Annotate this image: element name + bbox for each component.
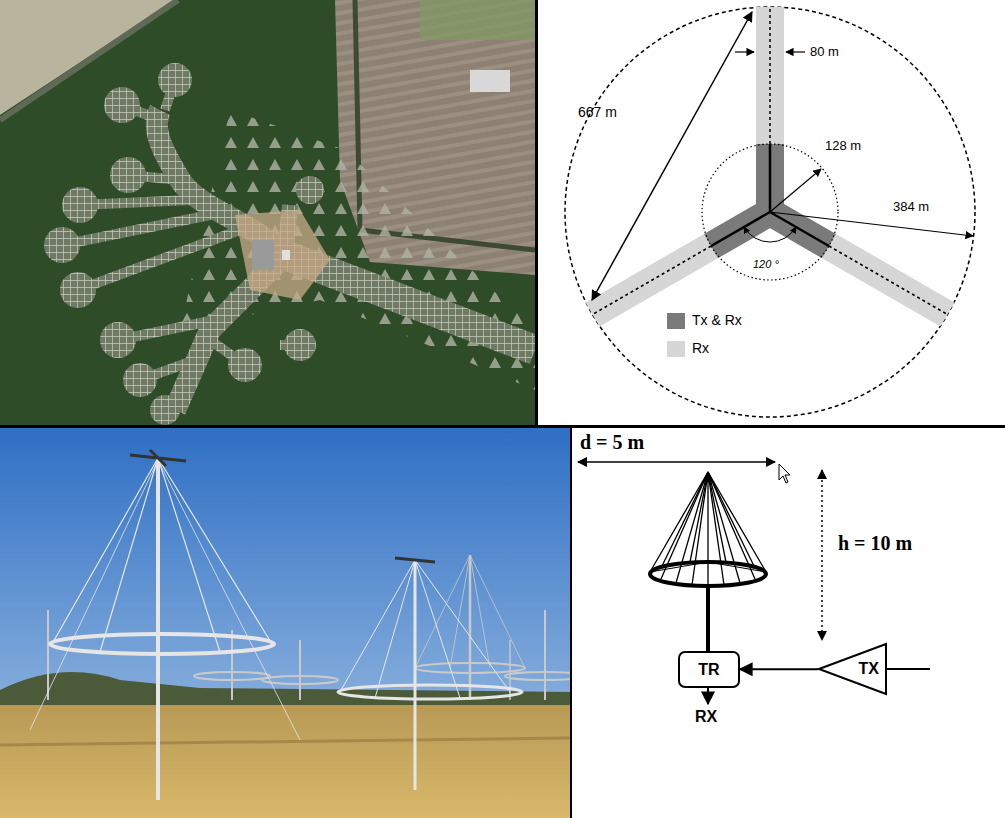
dimension-label: h = 10 m	[838, 532, 912, 555]
legend-swatch	[667, 341, 685, 357]
aerial-photo	[0, 0, 535, 425]
signal-label: RX	[695, 708, 717, 726]
antenna-photo-drawing	[0, 428, 570, 818]
dimension-label: 80 m	[810, 44, 839, 59]
node-text: TR	[698, 661, 719, 679]
aerial-photo-drawing	[0, 0, 535, 425]
element-schematic-drawing	[572, 428, 1005, 818]
legend-text: Rx	[692, 340, 709, 356]
legend-text: Tx & Rx	[692, 312, 742, 328]
signal-arrow	[740, 668, 818, 670]
legend-swatch	[667, 313, 685, 329]
dimension-label: d = 5 m	[580, 431, 644, 454]
array-plan-panel	[538, 0, 1005, 425]
dimension-label: 384 m	[893, 199, 929, 214]
angle-label: 120 °	[753, 258, 779, 270]
antenna-photo	[0, 428, 570, 818]
element-schematic-panel	[572, 428, 1005, 818]
dimension-label: 667 m	[578, 104, 617, 120]
array-plan-drawing	[538, 0, 1005, 425]
transceiver-box: TR	[678, 651, 740, 688]
node-text: TX	[859, 660, 879, 678]
triangle-shape	[819, 644, 886, 694]
dimension-label: 128 m	[825, 138, 861, 153]
transmitter-triangle: TX	[818, 643, 887, 695]
